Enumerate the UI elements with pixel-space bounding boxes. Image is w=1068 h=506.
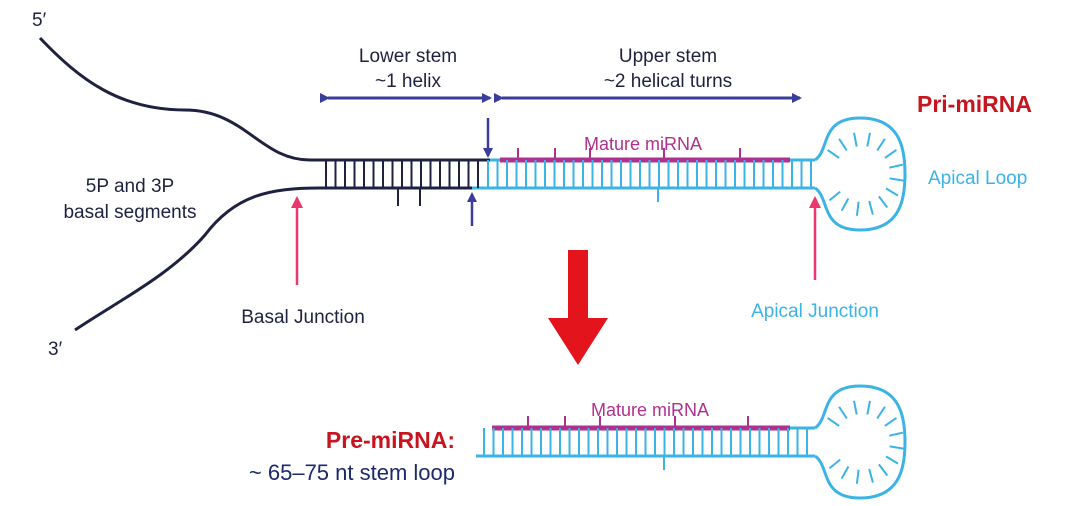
mature-mirna-label-bottom: Mature miRNA (591, 400, 709, 420)
upper-stem-label: Upper stem (619, 46, 717, 67)
loop-spoke (885, 187, 899, 197)
apical-junction-label: Apical Junction (751, 301, 879, 322)
lower-bulges (397, 188, 659, 206)
lower-stem-base-pairs (325, 160, 479, 188)
upper-stem-base-pairs (487, 160, 812, 188)
pre-mirna-title: Pre-miRNA: (326, 427, 455, 453)
loop-spoke (828, 190, 841, 202)
pri-mirna-structure (38, 36, 907, 332)
loop-spoke (878, 463, 889, 477)
loop-spoke (878, 195, 889, 209)
loop-spoke (885, 455, 899, 465)
basal-segment-5p-strand (38, 36, 490, 162)
loop-spoke (840, 466, 850, 480)
loop-spoke (853, 132, 858, 147)
apical-loop (814, 116, 907, 232)
upper-stem-turns-label: ~2 helical turns (604, 71, 732, 92)
loop-spoke (876, 138, 886, 152)
loop-spoke (840, 198, 850, 212)
loop-spoke (866, 132, 871, 147)
five-prime-label: 5′ (32, 10, 47, 31)
loop-spoke (827, 417, 840, 427)
loop-spoke (868, 200, 874, 215)
processing-arrow (548, 250, 608, 365)
loop-spoke (889, 163, 904, 169)
mature-mirna-label-top: Mature miRNA (584, 134, 702, 154)
loop-spoke (884, 417, 897, 427)
lower-stem-helix-label: ~1 helix (375, 71, 442, 92)
pre-mirna-loop-spokes (827, 400, 904, 484)
pre-mirna-description: ~ 65–75 nt stem loop (249, 460, 455, 485)
lower-stem-label: Lower stem (359, 46, 457, 67)
loop-spoke (889, 177, 904, 182)
pre-mirna-apical-loop (814, 384, 907, 500)
loop-spoke (855, 469, 860, 484)
basal-segments-label: 5P and 3P (86, 176, 174, 197)
apical-loop-label: Apical Loop (928, 168, 1027, 189)
loop-spoke (828, 458, 841, 470)
loop-spoke (838, 406, 848, 420)
basal-segment-3p-strand (74, 186, 472, 332)
pre-mirna-structure (476, 384, 907, 500)
loop-spoke (889, 445, 904, 450)
three-prime-label: 3′ (48, 339, 63, 360)
loop-spoke (866, 400, 871, 415)
loop-spoke (853, 400, 858, 415)
pre-mirna-base-pairs (483, 428, 808, 470)
mature-mirna-bulges-top (517, 148, 741, 160)
apical-loop-spokes (827, 132, 904, 216)
basal-segments-label-line2: basal segments (63, 202, 196, 223)
loop-spoke (827, 149, 840, 159)
loop-spoke (868, 468, 874, 483)
loop-spoke (876, 406, 886, 420)
loop-spoke (838, 138, 848, 152)
pri-mirna-title: Pri-miRNA (917, 91, 1032, 117)
basal-junction-label: Basal Junction (241, 307, 365, 328)
loop-spoke (855, 201, 860, 216)
pre-mirna-bulges-top (527, 416, 749, 428)
loop-spoke (889, 431, 904, 437)
loop-spoke (884, 149, 897, 159)
